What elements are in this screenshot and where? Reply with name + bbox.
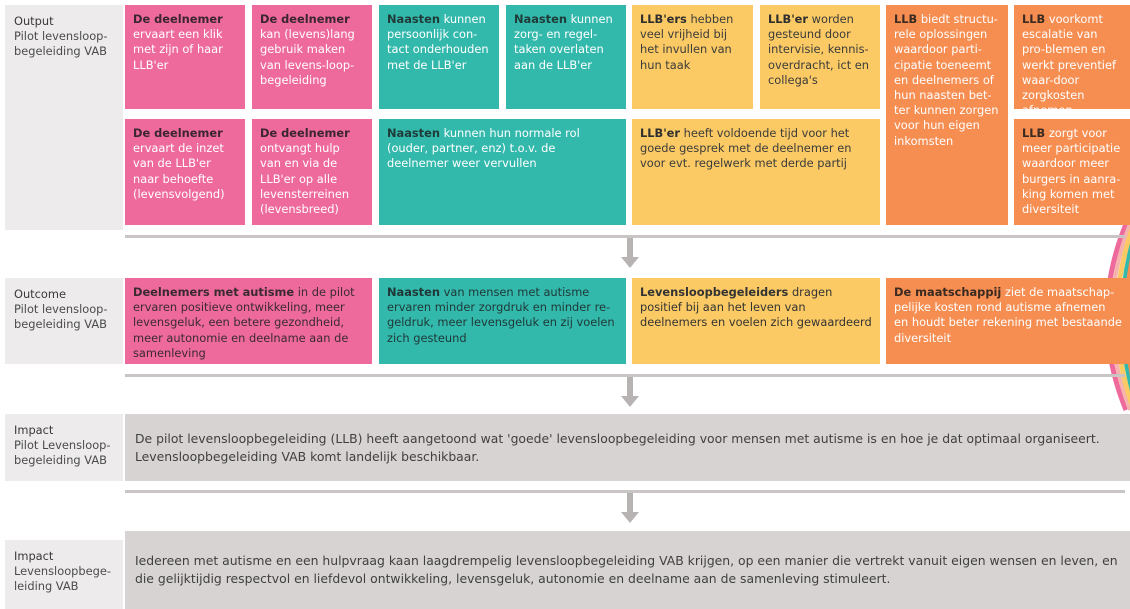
down-arrow-icon [621, 493, 639, 525]
output-box: Naasten kunnen persoonlijk con-tact onde… [379, 5, 499, 109]
output-box: LLB'ers hebben veel vrijheid bij het inv… [632, 5, 753, 109]
output-box: De deelnemer kan (levens)lang gebruik ma… [252, 5, 372, 109]
down-arrow-icon [621, 238, 639, 268]
output-box: Naasten kunnen zorg- en regel-taken over… [506, 5, 626, 109]
output-box: De deelnemer ervaart de inzet van de LLB… [125, 119, 245, 225]
impact2-label-sub: Levensloopbege- leiding VAB [14, 564, 111, 594]
outcome-box: Naasten van mensen met autisme ervaren m… [379, 278, 626, 364]
down-arrow-icon [621, 377, 639, 407]
outcome-label-title: Outcome [14, 287, 66, 301]
output-box: LLB zorgt voor meer participatie waardoo… [1014, 119, 1130, 225]
impact2-row-label: Impact Levensloopbege- leiding VAB [5, 540, 123, 609]
separator-line [125, 235, 1125, 238]
output-row-label: Output Pilot levensloop- begeleiding VAB [5, 5, 123, 230]
separator-line [125, 374, 1125, 377]
outcome-box: Levensloopbegeleiders dragen positief bi… [632, 278, 880, 364]
impact-vab-text: Iedereen met autisme en een hulpvraag ka… [135, 553, 1118, 586]
impact2-label-title: Impact [14, 549, 54, 563]
impact1-label-title: Impact [14, 423, 54, 437]
impact-pilot-box: De pilot levensloopbegeleiding (LLB) hee… [125, 414, 1130, 481]
outcome-label-sub: Pilot levensloop- begeleiding VAB [14, 302, 108, 332]
output-box: De deelnemer ontvangt hulp van en via de… [252, 119, 372, 225]
outcome-box: Deelnemers met autisme in de pilot ervar… [125, 278, 372, 364]
output-label-title: Output [14, 14, 54, 28]
output-box: LLB'er worden gesteund door intervisie, … [760, 5, 880, 109]
impact1-label-sub: Pilot Levensloop- begeleiding VAB [14, 438, 111, 468]
impact1-row-label: Impact Pilot Levensloop- begeleiding VAB [5, 414, 123, 481]
output-box: Naasten kunnen hun normale rol (ouder, p… [379, 119, 626, 225]
output-label-sub: Pilot levensloop- begeleiding VAB [14, 29, 108, 59]
impact-vab-box: Iedereen met autisme en een hulpvraag ka… [125, 531, 1130, 609]
output-box: LLB biedt structu-rele oplossingen waard… [886, 5, 1008, 225]
impact-pilot-text: De pilot levensloopbegeleiding (LLB) hee… [135, 430, 1100, 464]
output-box: LLB voorkomt escalatie van pro-blemen en… [1014, 5, 1130, 109]
outcome-row-label: Outcome Pilot levensloop- begeleiding VA… [5, 278, 123, 364]
output-box: De deelnemer ervaart een klik met zijn o… [125, 5, 245, 109]
outcome-box: De maatschappij ziet de maatschap-pelijk… [886, 278, 1130, 364]
separator-line [125, 490, 1125, 493]
output-box: LLB'er heeft voldoende tijd voor het goe… [632, 119, 880, 225]
